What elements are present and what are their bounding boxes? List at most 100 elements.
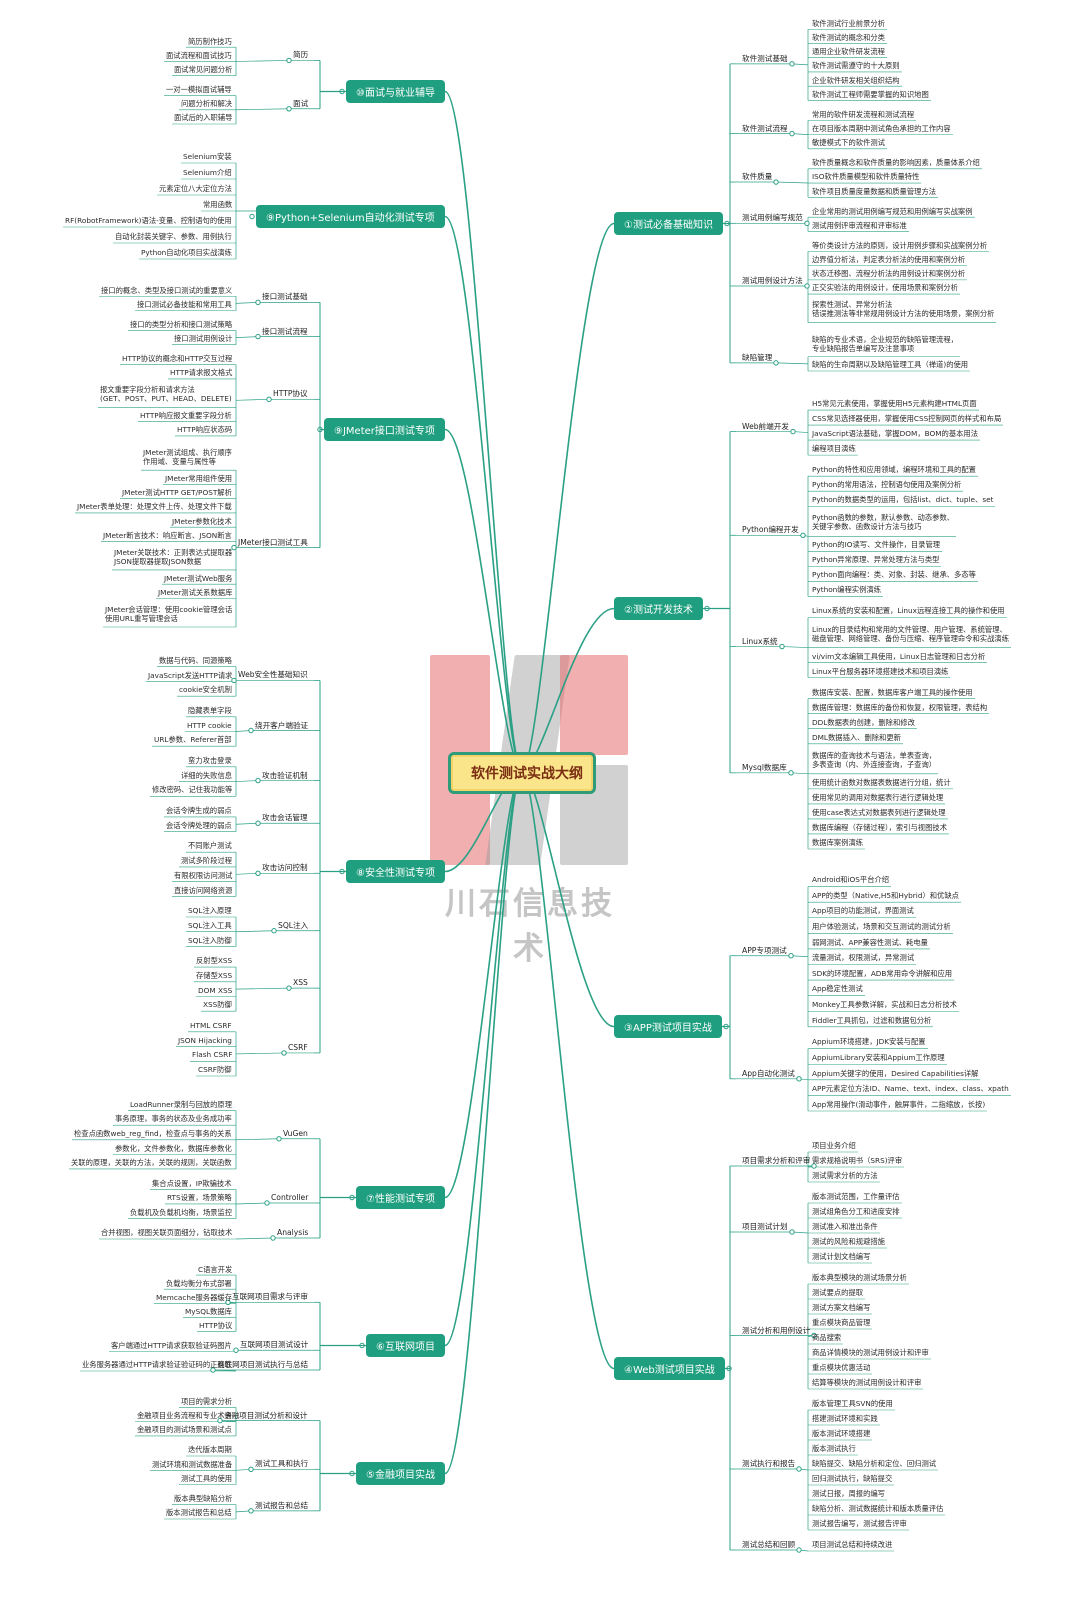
leaf-left-5-1-2: 事务原理，事务的状态及业务成功率 (115, 1114, 232, 1124)
leaf-right-3-2-2: AppiumLibrary安装和Appium工作原理 (812, 1052, 945, 1062)
group-dot (789, 61, 795, 67)
leaf-left-7-2-1: 迭代版本周期 (188, 1445, 232, 1455)
leaf-left-5-1-1: LoadRunner录制与回放的原理 (130, 1099, 232, 1109)
group-left-4-3[interactable]: 攻击验证机制 (262, 770, 308, 780)
group-right-4-2[interactable]: 项目测试计划 (742, 1222, 788, 1231)
group-left-3-3[interactable]: HTTP协议 (273, 389, 308, 399)
leaf-right-1-5-1: 等价类设计方法的原则，设计用例步骤和实战案例分析 (812, 240, 988, 250)
group-left-7-1[interactable]: 金融项目测试分析和设计 (224, 1410, 308, 1420)
leaf-left-5-1-4: 参数化，文件参数化，数据库参数化 (115, 1143, 232, 1153)
leaf-left-3-4-8: JMeter测试Web服务 (164, 573, 233, 583)
group-left-5-2[interactable]: Controller (271, 1192, 309, 1202)
group-link (790, 955, 809, 958)
group-dot (231, 544, 237, 551)
branch-right-4[interactable]: ④Web测试项目实战 (614, 1357, 725, 1380)
group-right-4-3[interactable]: 测试分析和用例设计 (742, 1325, 811, 1335)
group-right-1-3[interactable]: 软件质量 (742, 172, 773, 182)
leaf-right-3-1-3: App项目的功能测试，界面测试 (812, 906, 914, 916)
group-right-1-6[interactable]: 缺陷管理 (742, 352, 773, 362)
group-left-3-4[interactable]: JMeter接口测试工具 (238, 537, 308, 547)
leaf-right-2-2-4: Python函数的参数，默认参数、动态参数、 关键字参数、函数设计方法与技巧 (812, 513, 955, 532)
group-right-1-1[interactable]: 软件测试基础 (742, 53, 788, 63)
branch-left-2[interactable]: ⑨Python+Selenium自动化测试专项 (256, 205, 445, 228)
group-right-1-5[interactable]: 测试用例设计方法 (742, 275, 803, 285)
branch-right-2[interactable]: ②测试开发技术 (614, 597, 703, 620)
group-right-2-2[interactable]: Python编程开发 (742, 525, 799, 535)
leaf-left-4-8-1: HTML CSRF (190, 1020, 232, 1030)
group-link (235, 872, 259, 875)
group-left-4-8[interactable]: CSRF (288, 1042, 308, 1052)
leaf-right-3-2-5: App常用操作(滑动事件，触屏事件，二指缩放，长按) (812, 1099, 986, 1109)
leaf-left-5-2-3: 负载机及负载机均衡，场景监控 (130, 1207, 233, 1217)
group-right-2-1[interactable]: Web前端开发 (742, 421, 789, 431)
leaf-left-7-2-2: 测试环境和测试数据准备 (152, 1459, 233, 1469)
leaf-right-1-1-5: 企业软件研发相关组织结构 (812, 75, 900, 85)
branch-left-5[interactable]: ⑦性能测试专项 (356, 1186, 445, 1209)
leaf-right-2-2-8: Python编程实例演练 (812, 585, 882, 595)
branch-right-3[interactable]: ③APP测试项目实战 (614, 1015, 722, 1038)
leaf-right-2-4-9: 数据库编程（存储过程），索引与视图技术 (812, 822, 947, 832)
group-right-2-3[interactable]: Linux系统 (742, 636, 778, 646)
group-right-1-2[interactable]: 软件测试流程 (742, 123, 788, 133)
branch-right-1[interactable]: ①测试必备基础知识 (614, 212, 723, 235)
group-left-6-1[interactable]: 互联网项目需求与评审 (232, 1292, 308, 1302)
group-dot (788, 953, 794, 959)
leaf-right-1-2-3: 敏捷模式下的软件测试 (812, 138, 885, 148)
group-dot (255, 299, 261, 306)
group-left-6-3[interactable]: 互联网项目测试执行与总结 (217, 1360, 309, 1369)
group-left-4-7[interactable]: XSS (293, 978, 308, 988)
group-left-4-4[interactable]: 攻击会话管理 (262, 813, 308, 823)
group-right-4-5[interactable]: 测试总结和回顾 (742, 1540, 796, 1549)
leaf-left-4-6-2: SQL注入工具 (188, 920, 232, 930)
leaf-right-2-4-8: 使用case表达式对数据表列进行逻辑处理 (812, 807, 946, 817)
leaf-right-3-2-4: APP元素定位方法ID、Name、text、index、class、xpath (812, 1084, 1009, 1094)
group-left-4-2[interactable]: 绕开客户端验证 (255, 720, 309, 730)
branch-left-6[interactable]: ⑥互联网项目 (366, 1334, 445, 1357)
group-dot (231, 677, 237, 684)
group-left-3-2[interactable]: 接口测试流程 (262, 326, 308, 336)
group-right-3-2[interactable]: App自动化测试 (742, 1068, 795, 1078)
group-right-3-1[interactable]: APP专项测试 (742, 945, 787, 955)
leaf-right-4-3-4: 重点模块商品管理 (812, 1318, 871, 1327)
group-left-4-5[interactable]: 攻击访问控制 (262, 863, 308, 873)
leaf-left-3-3-5: HTTP响应状态码 (177, 425, 233, 435)
group-dot (266, 396, 272, 403)
leaf-right-1-5-2: 边界值分析法，判定表分析法的使用和案例分析 (812, 255, 966, 264)
group-left-6-2[interactable]: 互联网项目测试设计 (240, 1340, 309, 1350)
group-left-4-1[interactable]: Web安全性基础知识 (238, 670, 308, 680)
branch-left-1[interactable]: ⑩面试与就业辅导 (346, 80, 445, 103)
leaf-right-2-4-2: 数据库管理：数据库的备份和恢复，权限管理，表结构 (812, 702, 988, 712)
leaf-right-2-4-5: 数据库的查询技术与语法，单表查询， 多表查询（内、外连接查询，子查询） (812, 750, 937, 769)
group-dot (800, 532, 806, 539)
group-dot (248, 1466, 254, 1473)
group-right-4-4[interactable]: 测试执行和报告 (742, 1459, 796, 1468)
group-left-5-3[interactable]: Analysis (277, 1228, 309, 1237)
group-left-7-2[interactable]: 测试工具和执行 (255, 1459, 309, 1469)
branch-left-3[interactable]: ⑨JMeter接口测试专项 (324, 418, 445, 441)
group-dot (210, 1367, 216, 1373)
group-left-7-3[interactable]: 测试报告和总结 (255, 1500, 309, 1510)
leaf-right-1-5-4: 正交实验法的用例设计，使用场景和案例分析 (812, 283, 958, 293)
leaf-left-3-3-4: HTTP响应报文重要字段分析 (140, 411, 232, 421)
group-dot (789, 130, 795, 137)
group-left-3-1[interactable]: 接口测试基础 (262, 292, 308, 302)
group-left-4-6[interactable]: SQL注入 (278, 920, 309, 930)
leaf-left-4-1-2: JavaScript发送HTTP请求 (148, 670, 233, 680)
leaf-right-4-3-3: 测试方案文档编写 (812, 1303, 871, 1312)
group-right-2-4[interactable]: Mysql数据库 (742, 762, 787, 772)
leaf-left-7-1-1: 项目的需求分析 (181, 1396, 233, 1406)
leaf-left-3-4-1: JMeter测试组成、执行顺序 作用域、变量与属性等 (143, 447, 232, 466)
leaf-left-2-1-5: RF(RobotFramework)语法-变量、控制语句的使用 (65, 215, 232, 225)
group-right-4-1[interactable]: 项目需求分析和评审 (742, 1156, 811, 1165)
leaf-right-4-5-1: 项目测试总结和持续改进 (812, 1540, 893, 1549)
group-left-5-1[interactable]: VuGen (283, 1128, 308, 1138)
group-link (235, 1202, 268, 1205)
root-title[interactable]: 软件测试实战大纲 (448, 752, 596, 794)
group-left-1-1[interactable]: 简历 (293, 50, 309, 60)
group-right-1-4[interactable]: 测试用例编写规范 (742, 213, 803, 223)
leaf-right-2-2-2: Python的常用语法，控制语句使用及案例分析 (812, 480, 962, 490)
leaf-left-3-4-5: JMeter参数化技术 (172, 516, 232, 526)
group-left-1-2[interactable]: 面试 (293, 98, 309, 108)
branch-left-4[interactable]: ⑧安全性测试专项 (346, 860, 445, 883)
branch-left-7[interactable]: ⑤金融项目实战 (356, 1462, 445, 1485)
